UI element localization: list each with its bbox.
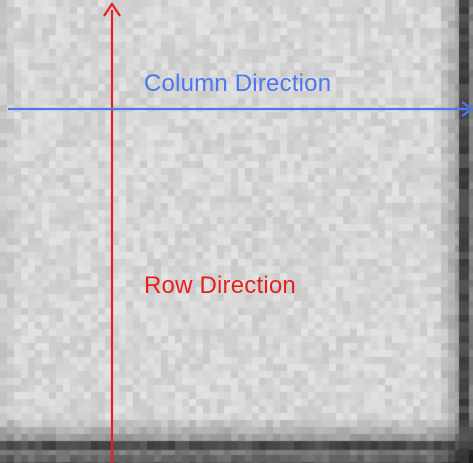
column-direction-arrowhead-icon: [461, 101, 473, 117]
column-direction-label: Column Direction: [144, 70, 332, 97]
row-direction-arrowhead-icon: [103, 2, 121, 17]
row-direction-label: Row Direction: [144, 272, 296, 299]
